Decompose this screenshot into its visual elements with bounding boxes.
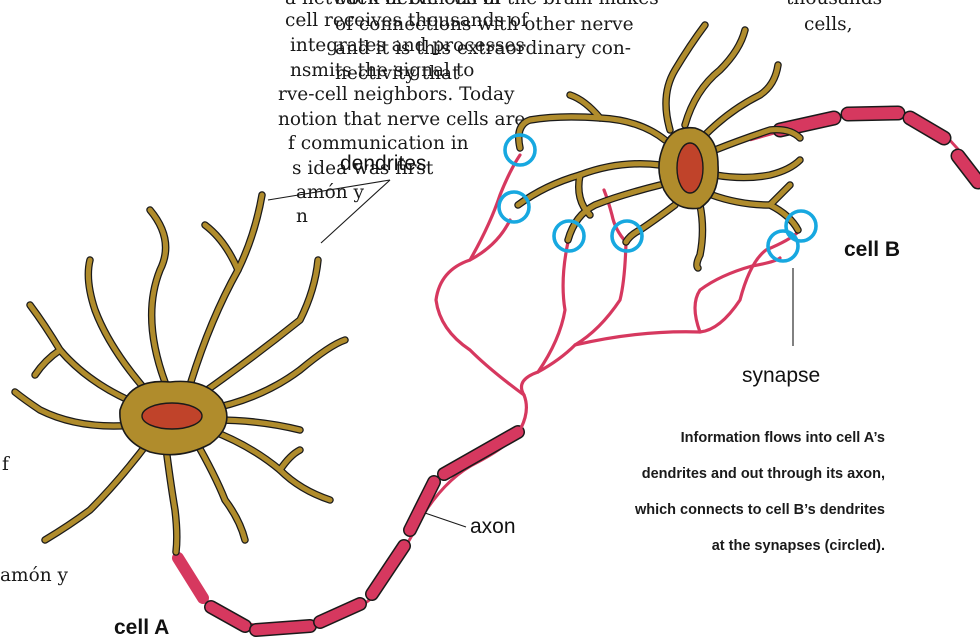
- background-text: a network of billions of cell receives t…: [0, 0, 882, 586]
- bg-middle-line-4: nectivity that: [335, 63, 460, 84]
- bg-left-line-5: rve-cell neighbors. Today: [278, 84, 515, 105]
- caption-line-3: which connects to cell B’s dendrites: [634, 502, 885, 518]
- synapse-label: synapse: [742, 364, 820, 387]
- bg-left-line-6: notion that nerve cells are: [278, 109, 525, 130]
- cell-b-nucleus: [677, 143, 703, 193]
- caption: Information flows into cell A’s dendrite…: [634, 430, 885, 554]
- dendrites-label: dendrites: [340, 152, 426, 175]
- synapse-circle-5: [786, 211, 816, 241]
- bg-middle-line-3: and it is this extraordinary con-: [335, 38, 631, 59]
- cell-b: [518, 25, 800, 268]
- bg-fragment-f: f: [2, 454, 10, 475]
- caption-line-4: at the synapses (circled).: [712, 538, 885, 554]
- bg-left-line-7: f communication in: [288, 133, 469, 154]
- cell-a-nucleus: [142, 403, 202, 429]
- synapse-circle-2: [499, 192, 529, 222]
- axon-leader: [425, 513, 466, 527]
- axon: [176, 430, 520, 630]
- bg-right-line-2: cells,: [804, 14, 853, 35]
- cell-a-label: cell A: [114, 616, 169, 639]
- bg-left-line-9: amón y: [296, 182, 365, 203]
- synapses: [499, 135, 816, 261]
- bg-middle-line-2: of connections with other nerve: [335, 14, 634, 35]
- bg-left-line-10: n: [296, 206, 308, 227]
- axon-label: axon: [470, 515, 516, 538]
- cell-a: [15, 195, 345, 552]
- bg-middle-line-1: each nerve cell in the brain makes: [335, 0, 659, 9]
- bg-fragment-ramon: amón y: [0, 565, 69, 586]
- caption-line-1: Information flows into cell A’s: [681, 430, 885, 446]
- bg-right-line-1: thousands: [786, 0, 882, 9]
- cell-b-label: cell B: [844, 238, 900, 261]
- caption-line-2: dendrites and out through its axon,: [642, 466, 885, 482]
